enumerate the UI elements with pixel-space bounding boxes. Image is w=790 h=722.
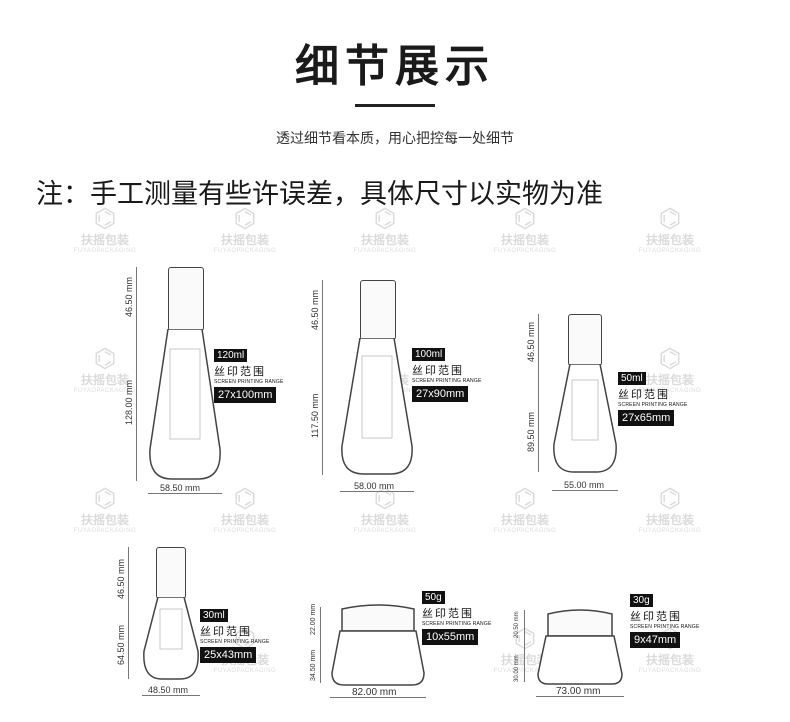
print-size-badge: 27x90mm xyxy=(412,386,469,402)
capacity-badge: 120ml xyxy=(214,349,248,362)
body-height-label: 89.50 mm xyxy=(526,411,536,452)
product-50g-jar: 22.00 mm 34.50 mm 82.00 mm 50g 丝印范围 SCRE… xyxy=(300,585,500,710)
capacity-badge: 30g xyxy=(630,594,653,607)
page-subtitle: 透过细节看本质，用心把控每一处细节 xyxy=(276,131,514,147)
bottle-cap xyxy=(168,267,204,331)
print-info-50ml: 50ml 丝印范围 SCREEN PRINTING RANGE 27x65mm xyxy=(618,368,688,426)
cap-height-dimension-line xyxy=(128,547,129,599)
width-dimension-line xyxy=(148,493,222,494)
print-info-30ml: 30ml 丝印范围 SCREEN PRINTING RANGE 25x43mm xyxy=(200,605,270,663)
cap-height-dimension-line xyxy=(320,607,321,635)
print-range-label-en: SCREEN PRINTING RANGE xyxy=(412,378,482,384)
body-height-label: 34.50 mm xyxy=(310,649,317,681)
body-height-dimension-line xyxy=(322,340,323,475)
print-range-label-en: SCREEN PRINTING RANGE xyxy=(630,624,700,630)
width-dimension-line xyxy=(536,696,624,697)
print-range-label: 丝印范围 xyxy=(214,365,266,378)
print-range-label-en: SCREEN PRINTING RANGE xyxy=(422,621,492,627)
body-height-label: 128.00 mm xyxy=(124,379,134,425)
bottle-body xyxy=(143,597,199,680)
product-120ml: 46.50 mm 128.00 mm 58.50 mm 120ml 丝印范围 S… xyxy=(100,265,300,495)
width-label: 58.00 mm xyxy=(354,481,395,491)
cap-height-label: 46.50 mm xyxy=(310,289,320,330)
print-size-badge: 9x47mm xyxy=(630,632,681,648)
bottle-body xyxy=(553,364,617,473)
width-label: 73.00 mm xyxy=(556,686,601,697)
bottle-cap xyxy=(568,314,602,366)
bottle-cap xyxy=(360,280,396,340)
cap-height-dimension-line xyxy=(322,280,323,340)
bottle-body xyxy=(149,329,221,480)
cap-height-label: 20.50 mm xyxy=(514,611,520,638)
body-height-label: 30.00 mm xyxy=(514,655,520,682)
width-label: 55.00 mm xyxy=(564,480,605,490)
print-range-label-en: SCREEN PRINTING RANGE xyxy=(618,402,688,408)
cap-height-dimension-line xyxy=(524,610,525,638)
print-size-badge: 25x43mm xyxy=(200,647,257,663)
print-info-30g: 30g 丝印范围 SCREEN PRINTING RANGE 9x47mm xyxy=(630,590,700,648)
print-range-label: 丝印范围 xyxy=(422,607,474,620)
body-height-label: 117.50 mm xyxy=(310,393,320,438)
print-size-badge: 27x100mm xyxy=(214,387,277,403)
capacity-badge: 50g xyxy=(422,591,445,604)
title-underline xyxy=(355,104,435,107)
product-30g-jar: 20.50 mm 30.00 mm 73.00 mm 30g 丝印范围 SCRE… xyxy=(500,588,700,710)
width-label: 58.50 mm xyxy=(160,483,201,493)
print-range-label: 丝印范围 xyxy=(618,388,670,401)
print-info-120ml: 120ml 丝印范围 SCREEN PRINTING RANGE 27x100m… xyxy=(214,345,284,403)
width-dimension-line xyxy=(340,491,414,492)
width-dimension-line xyxy=(330,697,426,698)
width-dimension-line xyxy=(142,695,200,696)
bottle-body xyxy=(341,338,413,475)
capacity-badge: 50ml xyxy=(618,372,646,385)
cap-height-label: 46.50 mm xyxy=(526,321,536,362)
measurement-note: 注：手工测量有些许误差，具体尺寸以实物为准 xyxy=(36,179,603,210)
cap-height-label: 46.50 mm xyxy=(116,558,126,599)
jar-body xyxy=(537,609,623,685)
cap-height-dimension-line xyxy=(136,267,137,331)
width-label: 48.50 mm xyxy=(148,685,189,695)
capacity-badge: 100ml xyxy=(412,348,446,361)
print-range-label-en: SCREEN PRINTING RANGE xyxy=(214,379,284,385)
print-range-label: 丝印范围 xyxy=(412,364,464,377)
print-size-badge: 10x55mm xyxy=(422,629,479,645)
page-title: 细节展示 xyxy=(295,41,495,92)
body-height-dimension-line xyxy=(128,599,129,679)
cap-height-dimension-line xyxy=(538,314,539,366)
cap-height-label: 22.00 mm xyxy=(310,603,317,635)
print-size-badge: 27x65mm xyxy=(618,410,675,426)
cap-height-label: 46.50 mm xyxy=(124,276,134,317)
body-height-label: 64.50 mm xyxy=(116,624,126,665)
product-100ml: 46.50 mm 117.50 mm 58.00 mm 100ml 丝印范围 S… xyxy=(290,278,500,498)
body-height-dimension-line xyxy=(136,331,137,481)
product-30ml: 46.50 mm 64.50 mm 48.50 mm 30ml 丝印范围 SCR… xyxy=(100,545,300,720)
product-50ml: 46.50 mm 89.50 mm 55.00 mm 50ml 丝印范围 SCR… xyxy=(510,312,710,497)
print-info-50g: 50g 丝印范围 SCREEN PRINTING RANGE 10x55mm xyxy=(422,587,492,645)
print-info-100ml: 100ml 丝印范围 SCREEN PRINTING RANGE 27x90mm xyxy=(412,344,482,402)
print-range-label: 丝印范围 xyxy=(630,610,682,623)
jar-body xyxy=(331,604,425,686)
print-range-label: 丝印范围 xyxy=(200,625,252,638)
capacity-badge: 30ml xyxy=(200,609,228,622)
body-height-dimension-line xyxy=(538,366,539,472)
print-range-label-en: SCREEN PRINTING RANGE xyxy=(200,639,270,645)
width-dimension-line xyxy=(552,490,618,491)
bottle-cap xyxy=(156,547,186,599)
body-height-dimension-line xyxy=(524,638,525,682)
width-label: 82.00 mm xyxy=(352,687,397,698)
body-height-dimension-line xyxy=(320,635,321,683)
